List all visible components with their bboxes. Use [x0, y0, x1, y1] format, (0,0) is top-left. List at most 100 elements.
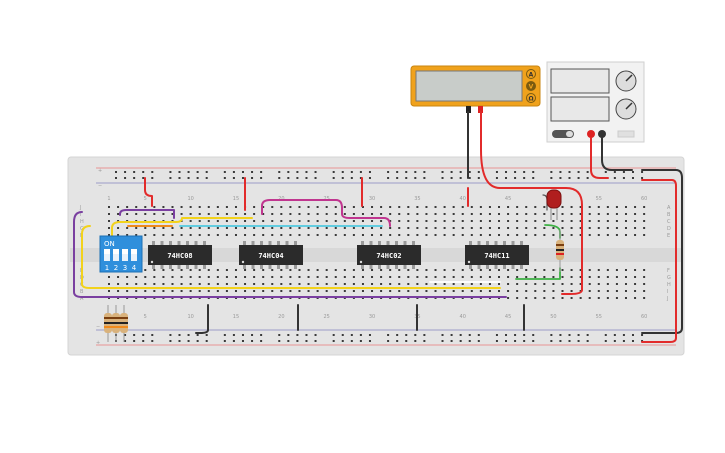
rail-hole[interactable]: [622, 340, 625, 342]
breadboard-hole[interactable]: [126, 276, 129, 278]
breadboard-hole[interactable]: [552, 234, 555, 236]
rail-hole[interactable]: [423, 334, 426, 336]
breadboard-hole[interactable]: [117, 213, 120, 215]
breadboard-hole[interactable]: [552, 269, 555, 271]
breadboard-hole[interactable]: [470, 269, 473, 271]
breadboard-hole[interactable]: [189, 213, 192, 215]
breadboard-hole[interactable]: [479, 290, 482, 292]
breadboard-hole[interactable]: [597, 206, 600, 208]
breadboard-hole[interactable]: [253, 213, 256, 215]
rail-hole[interactable]: [133, 340, 136, 342]
breadboard-hole[interactable]: [579, 283, 582, 285]
breadboard-hole[interactable]: [606, 234, 609, 236]
rail-hole[interactable]: [278, 340, 281, 342]
rail-hole[interactable]: [505, 334, 508, 336]
rail-hole[interactable]: [296, 334, 299, 336]
breadboard-hole[interactable]: [570, 276, 573, 278]
breadboard-hole[interactable]: [316, 269, 319, 271]
rail-hole[interactable]: [450, 171, 453, 173]
breadboard-hole[interactable]: [570, 297, 573, 299]
breadboard-hole[interactable]: [634, 269, 637, 271]
wire-vcc-74hc08[interactable]: [144, 177, 153, 207]
breadboard-hole[interactable]: [352, 206, 355, 208]
rail-hole[interactable]: [577, 334, 580, 336]
rail-hole[interactable]: [613, 340, 616, 342]
multimeter-probe-v[interactable]: [478, 106, 483, 113]
rail-hole[interactable]: [341, 340, 344, 342]
rail-hole[interactable]: [187, 334, 190, 336]
breadboard-hole[interactable]: [343, 213, 346, 215]
breadboard-hole[interactable]: [307, 269, 310, 271]
breadboard-hole[interactable]: [470, 213, 473, 215]
rail-hole[interactable]: [260, 340, 263, 342]
breadboard-hole[interactable]: [153, 290, 156, 292]
breadboard-hole[interactable]: [452, 206, 455, 208]
rail-hole[interactable]: [196, 334, 199, 336]
rail-hole[interactable]: [232, 340, 235, 342]
rail-hole[interactable]: [142, 177, 145, 179]
breadboard-hole[interactable]: [271, 206, 274, 208]
breadboard-hole[interactable]: [234, 227, 237, 229]
breadboard-hole[interactable]: [289, 290, 292, 292]
breadboard-hole[interactable]: [389, 276, 392, 278]
rail-hole[interactable]: [332, 340, 335, 342]
breadboard-hole[interactable]: [634, 220, 637, 222]
breadboard-hole[interactable]: [570, 283, 573, 285]
breadboard-hole[interactable]: [271, 234, 274, 236]
breadboard-hole[interactable]: [198, 290, 201, 292]
rail-hole[interactable]: [278, 334, 281, 336]
rail-hole[interactable]: [124, 334, 127, 336]
rail-hole[interactable]: [477, 177, 480, 179]
breadboard-hole[interactable]: [488, 234, 491, 236]
breadboard-hole[interactable]: [298, 290, 301, 292]
breadboard-hole[interactable]: [198, 227, 201, 229]
breadboard-hole[interactable]: [579, 234, 582, 236]
breadboard-hole[interactable]: [606, 290, 609, 292]
rail-hole[interactable]: [514, 171, 517, 173]
dip-switch-key[interactable]: [104, 249, 110, 261]
breadboard-hole[interactable]: [307, 227, 310, 229]
rail-hole[interactable]: [187, 171, 190, 173]
breadboard-hole[interactable]: [579, 297, 582, 299]
breadboard-hole[interactable]: [380, 227, 383, 229]
chip-74hc04[interactable]: 74HC04: [239, 241, 303, 269]
breadboard-hole[interactable]: [443, 290, 446, 292]
breadboard-hole[interactable]: [615, 227, 618, 229]
breadboard-hole[interactable]: [389, 283, 392, 285]
breadboard-hole[interactable]: [153, 213, 156, 215]
breadboard-hole[interactable]: [271, 220, 274, 222]
breadboard-hole[interactable]: [189, 220, 192, 222]
breadboard-hole[interactable]: [615, 213, 618, 215]
breadboard-hole[interactable]: [198, 220, 201, 222]
breadboard-hole[interactable]: [534, 227, 537, 229]
breadboard-hole[interactable]: [144, 276, 147, 278]
breadboard-hole[interactable]: [380, 290, 383, 292]
breadboard-hole[interactable]: [398, 227, 401, 229]
breadboard-hole[interactable]: [280, 234, 283, 236]
breadboard-hole[interactable]: [380, 220, 383, 222]
rail-hole[interactable]: [241, 177, 244, 179]
breadboard-hole[interactable]: [470, 283, 473, 285]
breadboard-hole[interactable]: [516, 297, 519, 299]
breadboard-hole[interactable]: [325, 234, 328, 236]
breadboard-hole[interactable]: [126, 283, 129, 285]
chip-74hc02[interactable]: 74HC02: [357, 241, 421, 269]
rail-hole[interactable]: [450, 177, 453, 179]
breadboard-hole[interactable]: [452, 290, 455, 292]
breadboard-hole[interactable]: [570, 206, 573, 208]
breadboard-hole[interactable]: [380, 213, 383, 215]
breadboard-hole[interactable]: [615, 290, 618, 292]
breadboard-hole[interactable]: [171, 283, 174, 285]
breadboard-hole[interactable]: [126, 234, 129, 236]
rail-hole[interactable]: [142, 340, 145, 342]
rail-hole[interactable]: [568, 171, 571, 173]
rail-hole[interactable]: [387, 340, 390, 342]
breadboard-hole[interactable]: [325, 220, 328, 222]
rail-hole[interactable]: [223, 340, 226, 342]
breadboard-hole[interactable]: [561, 269, 564, 271]
breadboard-hole[interactable]: [117, 220, 120, 222]
breadboard-hole[interactable]: [488, 269, 491, 271]
breadboard-hole[interactable]: [352, 290, 355, 292]
breadboard-hole[interactable]: [534, 269, 537, 271]
breadboard-hole[interactable]: [316, 220, 319, 222]
